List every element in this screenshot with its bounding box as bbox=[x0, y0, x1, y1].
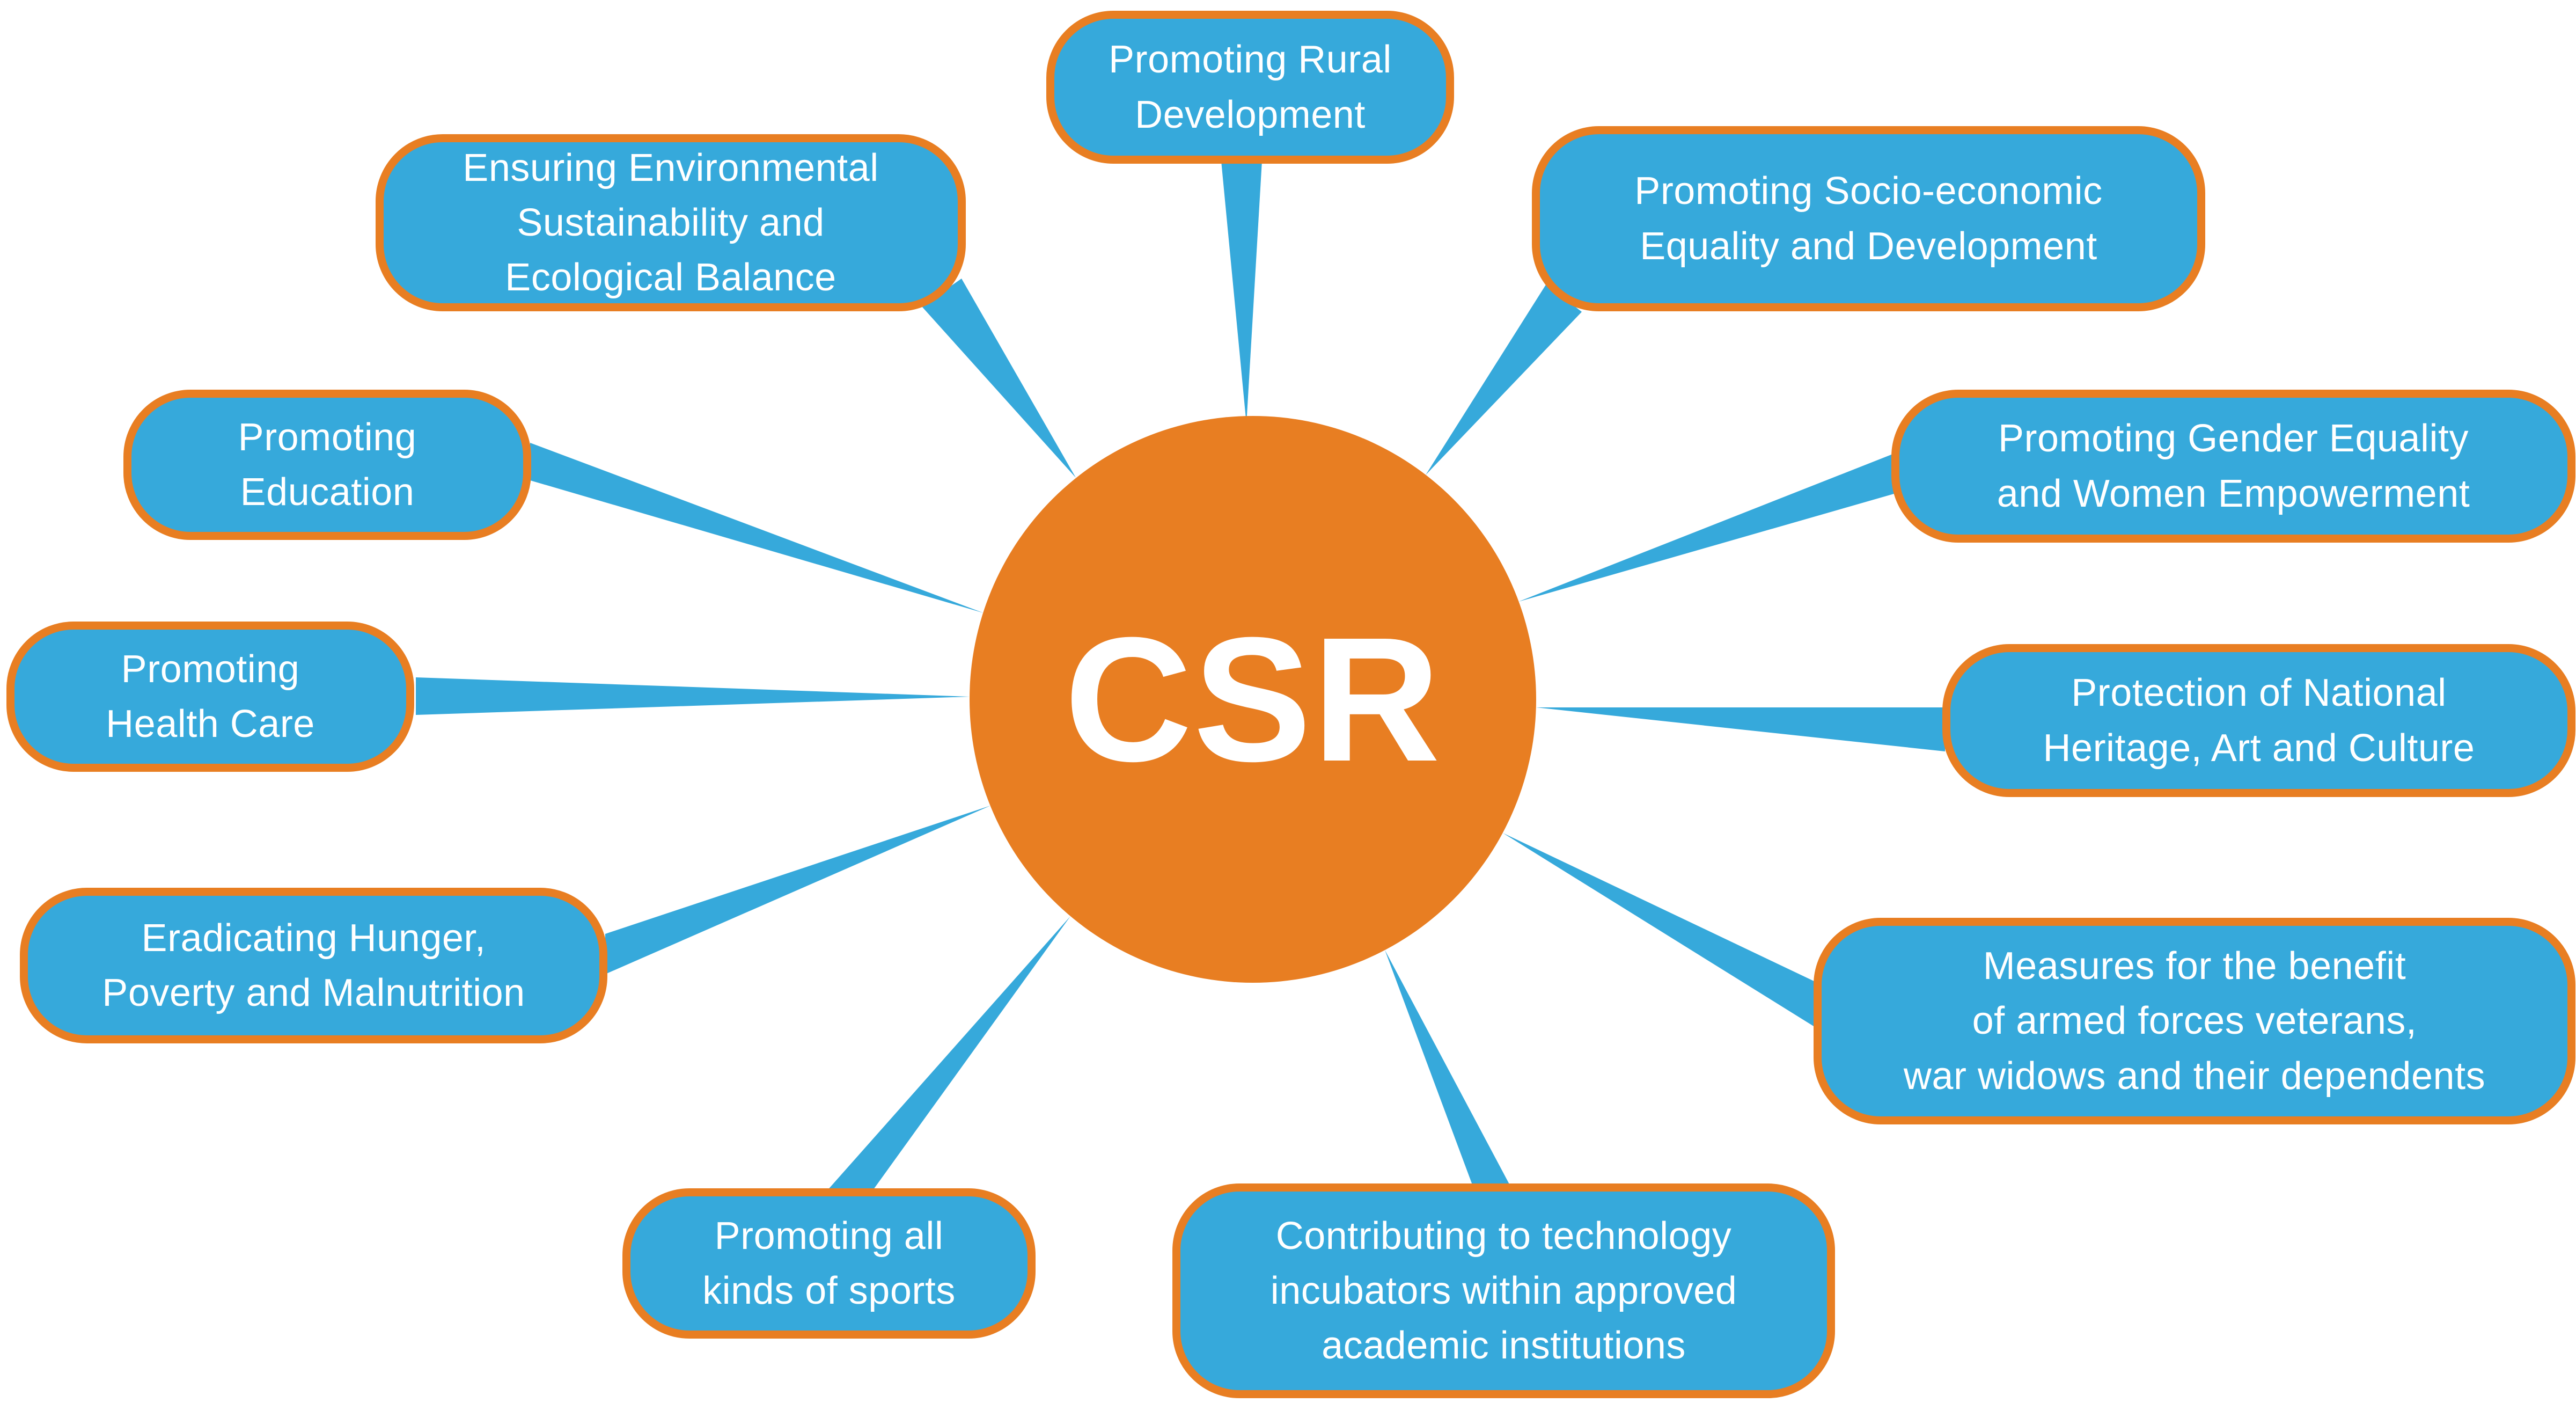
connector-heritage bbox=[1536, 707, 1945, 751]
bubble-heritage: Protection of National Heritage, Art and… bbox=[1942, 644, 2575, 797]
connector-health bbox=[416, 677, 970, 715]
bubble-rural: Promoting Rural Development bbox=[1046, 11, 1454, 164]
bubble-label-env: Ensuring Environmental Sustainability an… bbox=[463, 146, 879, 299]
bubble-label-veterans: Measures for the benefit of armed forces… bbox=[1903, 945, 2486, 1098]
bubble-hunger: Eradicating Hunger, Poverty and Malnutri… bbox=[20, 888, 607, 1043]
bubble-veterans: Measures for the benefit of armed forces… bbox=[1814, 918, 2575, 1124]
connector-gender bbox=[1518, 454, 1894, 602]
bubble-label-edu: Promoting Education bbox=[238, 415, 417, 514]
bubble-edu: Promoting Education bbox=[123, 390, 531, 540]
connector-env bbox=[922, 279, 1076, 478]
bubble-label-heritage: Protection of National Heritage, Art and… bbox=[2043, 671, 2475, 770]
bubble-socio: Promoting Socio-economic Equality and De… bbox=[1532, 126, 2205, 311]
bubble-tech: Contributing to technology incubators wi… bbox=[1172, 1183, 1835, 1398]
bubble-label-rural: Promoting Rural Development bbox=[1109, 38, 1392, 136]
connector-veterans bbox=[1503, 833, 1816, 1028]
bubble-label-health: Promoting Health Care bbox=[106, 647, 315, 746]
connector-socio bbox=[1426, 284, 1582, 475]
bubble-health: Promoting Health Care bbox=[6, 622, 414, 772]
csr-center-circle: CSR bbox=[970, 416, 1536, 983]
connector-tech bbox=[1385, 950, 1510, 1186]
bubble-env: Ensuring Environmental Sustainability an… bbox=[376, 134, 966, 311]
connector-rural bbox=[1221, 161, 1262, 424]
connector-hunger bbox=[605, 806, 990, 974]
bubble-label-hunger: Eradicating Hunger, Poverty and Malnutri… bbox=[102, 916, 525, 1014]
bubble-label-sports: Promoting all kinds of sports bbox=[702, 1214, 956, 1312]
bubble-label-socio: Promoting Socio-economic Equality and De… bbox=[1634, 170, 2103, 268]
bubble-gender: Promoting Gender Equality and Women Empo… bbox=[1891, 390, 2575, 543]
bubble-sports: Promoting all kinds of sports bbox=[622, 1188, 1036, 1339]
csr-label: CSR bbox=[1064, 600, 1442, 798]
connector-sports bbox=[826, 916, 1070, 1192]
bubble-label-gender: Promoting Gender Equality and Women Empo… bbox=[1997, 417, 2470, 515]
bubble-label-tech: Contributing to technology incubators wi… bbox=[1270, 1214, 1737, 1368]
connector-edu bbox=[530, 443, 984, 613]
